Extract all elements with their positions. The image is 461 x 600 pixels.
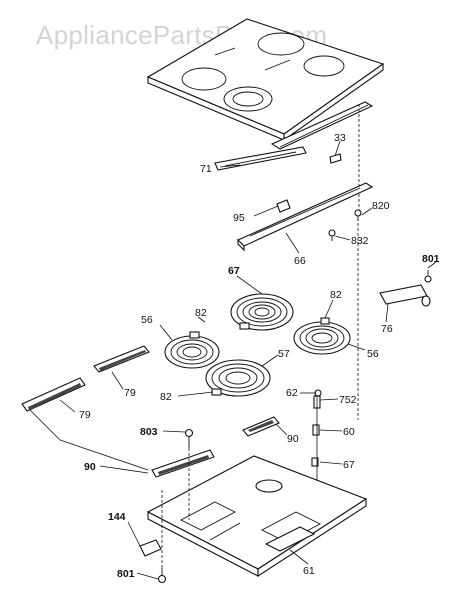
label-71: 71 xyxy=(200,163,212,175)
label-56-right: 56 xyxy=(367,348,379,360)
clip-144 xyxy=(139,539,162,557)
label-95: 95 xyxy=(233,212,245,224)
screw-832-icon xyxy=(328,229,336,241)
label-803: 803 xyxy=(140,426,158,438)
surface-element-57 xyxy=(205,359,271,397)
label-82-right: 82 xyxy=(330,289,342,301)
right-side-rail xyxy=(270,101,374,150)
label-33: 33 xyxy=(334,132,346,144)
label-820: 820 xyxy=(372,200,390,212)
label-62: 62 xyxy=(286,387,298,399)
clip-33 xyxy=(329,153,342,164)
label-79-lower: 79 xyxy=(79,409,91,421)
label-90-right: 90 xyxy=(287,433,299,445)
trim-79-upper xyxy=(93,345,150,373)
label-79-upper: 79 xyxy=(124,387,136,399)
label-67-top: 67 xyxy=(228,265,240,277)
base-pan-61 xyxy=(146,455,368,578)
connector-67-small xyxy=(311,457,319,467)
label-76: 76 xyxy=(381,323,393,335)
terminal-block-90-left xyxy=(151,449,215,478)
screw-803-icon xyxy=(184,428,194,448)
terminal-block-90-right xyxy=(242,416,280,437)
label-82-bottom: 82 xyxy=(160,391,172,403)
label-56-left: 56 xyxy=(141,314,153,326)
label-90-left: 90 xyxy=(84,461,96,473)
screw-801-top-icon xyxy=(424,270,432,283)
label-801-top: 801 xyxy=(422,253,440,265)
connector-60 xyxy=(312,424,320,436)
label-61: 61 xyxy=(303,565,315,577)
label-752: 752 xyxy=(339,394,357,406)
bracket-76 xyxy=(379,284,431,307)
label-144: 144 xyxy=(108,511,126,523)
label-801-bottom: 801 xyxy=(117,568,135,580)
surface-element-67-large xyxy=(230,293,294,331)
label-60: 60 xyxy=(343,426,355,438)
label-82-left: 82 xyxy=(195,307,207,319)
label-67-bottom: 67 xyxy=(343,459,355,471)
label-57: 57 xyxy=(278,348,290,360)
cooktop-glass-top xyxy=(146,18,385,142)
front-trim-strip-71 xyxy=(214,146,307,171)
surface-element-56-left xyxy=(164,331,220,369)
label-832: 832 xyxy=(351,235,369,247)
trim-79-lower xyxy=(21,377,86,412)
label-66: 66 xyxy=(294,255,306,267)
screw-820-icon xyxy=(354,209,362,221)
screw-801-bottom-icon xyxy=(157,568,167,584)
bracket-piece-95 xyxy=(276,199,291,213)
surface-element-56-right xyxy=(293,317,351,355)
bracket-66 xyxy=(237,182,374,252)
